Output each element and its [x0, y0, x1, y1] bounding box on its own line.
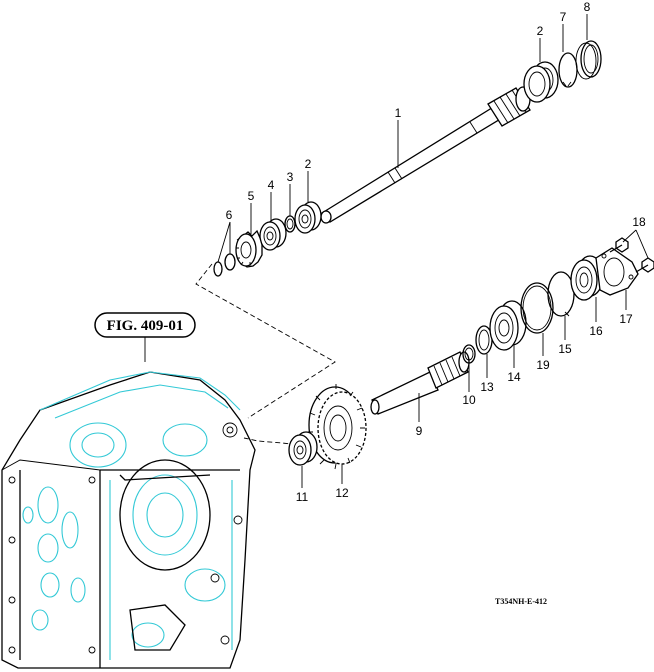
- callout-labels: 1 2 2 3 4 5 6 7 8 9 10 11 12 13 14 15 16…: [226, 0, 646, 504]
- callout-2-lower: 2: [305, 157, 312, 171]
- callout-1: 1: [395, 106, 402, 120]
- part-2-bearing-upper: [523, 61, 559, 103]
- part-14-bearing: [489, 300, 527, 351]
- part-12-gear: [308, 384, 367, 470]
- figure-reference-badge[interactable]: FIG. 409-01: [94, 312, 196, 362]
- lower-shaft-assembly: [288, 237, 654, 470]
- figure-reference-text: FIG. 409-01: [107, 318, 184, 334]
- callout-6: 6: [226, 208, 233, 222]
- callout-7: 7: [560, 10, 567, 24]
- part-6-rings: [213, 253, 236, 277]
- part-17-cover-plate: [595, 247, 639, 296]
- callout-15: 15: [558, 342, 572, 356]
- callout-14: 14: [507, 370, 521, 384]
- upper-shaft-assembly: [213, 40, 602, 277]
- callout-17: 17: [619, 312, 633, 326]
- part-7-snap-ring: [558, 52, 578, 88]
- part-3-ring: [284, 215, 296, 233]
- part-5-gear: [235, 229, 263, 268]
- part-15-snap-ring: [547, 271, 575, 317]
- transmission-housing: [1, 371, 256, 669]
- part-9-shaft: [370, 351, 470, 415]
- part-1-shaft: [320, 86, 531, 224]
- callout-19: 19: [536, 358, 550, 372]
- part-11-bearing: [288, 431, 318, 466]
- callout-4: 4: [268, 178, 275, 192]
- callout-10: 10: [462, 393, 476, 407]
- callout-13: 13: [480, 380, 494, 394]
- callout-16: 16: [589, 324, 603, 338]
- part-10-ring: [462, 344, 476, 364]
- callout-9: 9: [416, 424, 423, 438]
- callout-3: 3: [287, 170, 294, 184]
- part-2-bearing-lower: [294, 201, 322, 234]
- callout-18: 18: [632, 215, 646, 229]
- drawing-code: T354NH-E-412: [495, 597, 547, 606]
- part-8-collar: [575, 40, 602, 80]
- callout-11: 11: [296, 490, 309, 504]
- callout-5: 5: [248, 189, 255, 203]
- part-4-bearing: [259, 218, 287, 251]
- callout-12: 12: [335, 486, 349, 500]
- callout-2-upper: 2: [537, 24, 544, 38]
- leader-lines: [217, 14, 649, 488]
- callout-8: 8: [584, 0, 591, 14]
